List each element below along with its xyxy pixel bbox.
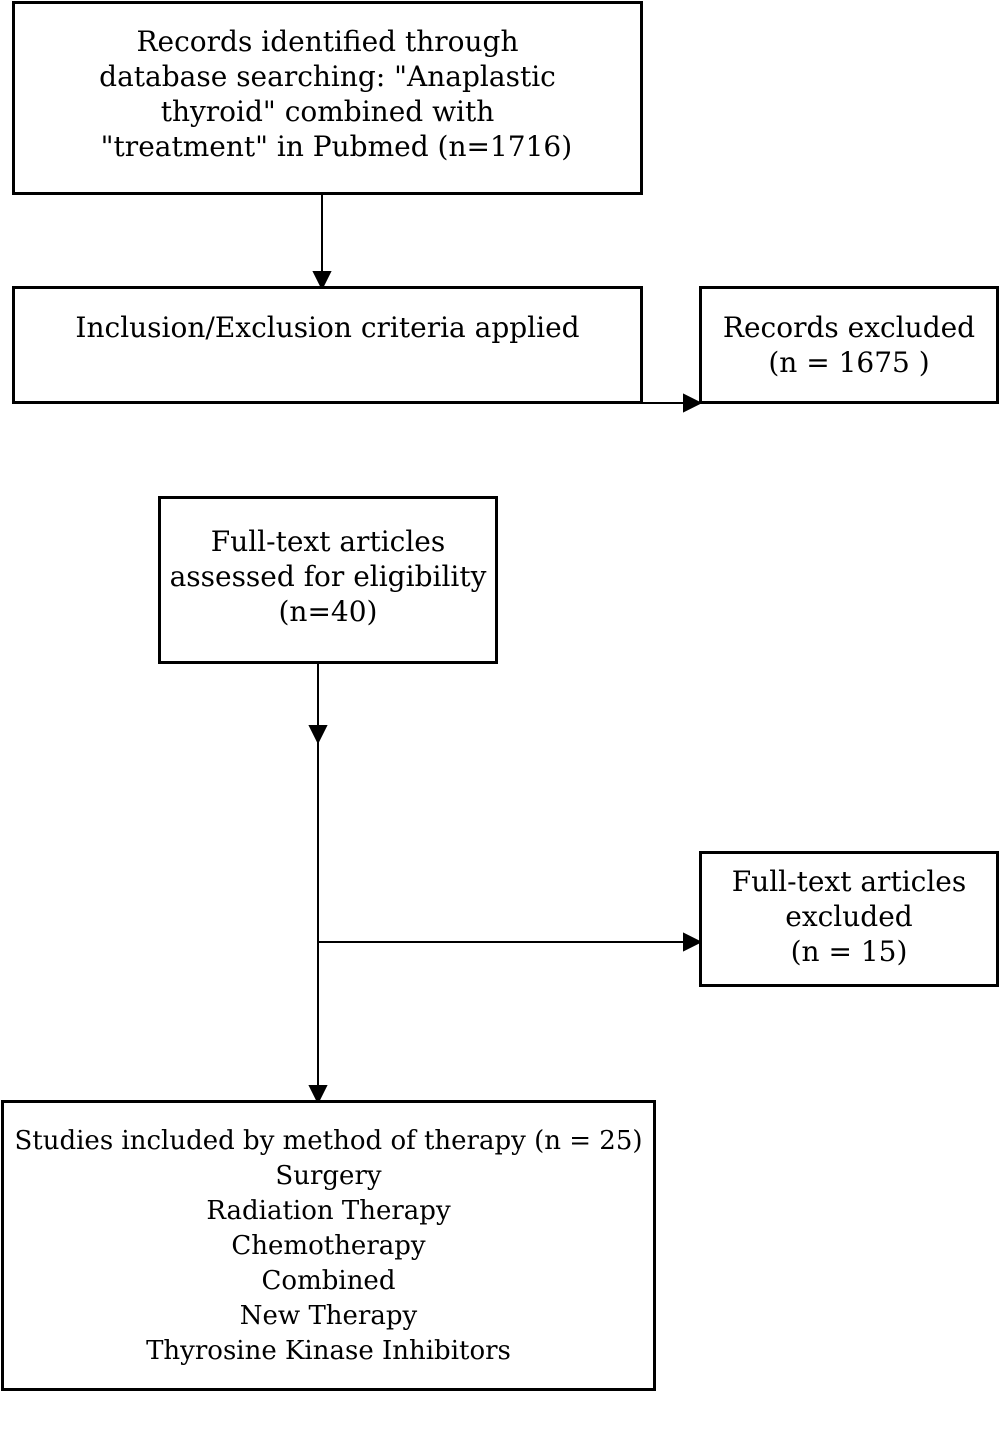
fulltext-assessed-line-2: assessed for eligibility	[169, 560, 487, 593]
therapy-tki: Thyrosine Kinase Inhibitors	[146, 1336, 511, 1366]
studies-included-text: Studies included by method of therapy (n…	[4, 1124, 653, 1369]
arrowhead-right-fulltext-excluded	[683, 932, 703, 952]
records-identified-line-2: database searching: "Anaplastic	[99, 60, 556, 93]
therapy-surgery: Surgery	[275, 1161, 382, 1191]
criteria-line-1: Inclusion/Exclusion criteria applied	[75, 311, 580, 344]
fulltext-assessed-line-1: Full-text articles	[210, 525, 446, 558]
criteria-box: Inclusion/Exclusion criteria applied	[12, 286, 643, 404]
records-identified-text: Records identified through database sear…	[15, 24, 640, 164]
arrowhead-down-included	[308, 1085, 328, 1105]
fulltext-excluded-line-2: excluded	[785, 900, 913, 933]
fulltext-assessed-text: Full-text articles assessed for eligibil…	[161, 524, 495, 629]
studies-included-box: Studies included by method of therapy (n…	[1, 1100, 656, 1391]
records-excluded-line-1: Records excluded	[722, 311, 976, 344]
arrowhead-down-criteria	[312, 271, 332, 291]
therapy-chemotherapy: Chemotherapy	[231, 1231, 426, 1261]
arrowhead-down-mid	[308, 725, 328, 745]
therapy-radiation: Radiation Therapy	[206, 1196, 451, 1226]
records-excluded-text: Records excluded (n = 1675 )	[702, 310, 996, 380]
records-identified-line-4: "treatment" in Pubmed (n=1716)	[82, 130, 573, 163]
studies-included-line-1: Studies included by method of therapy (n…	[14, 1126, 643, 1156]
records-excluded-box: Records excluded (n = 1675 )	[699, 286, 999, 404]
therapy-new: New Therapy	[239, 1301, 418, 1331]
fulltext-excluded-box: Full-text articles excluded (n = 15)	[699, 851, 999, 987]
records-identified-box: Records identified through database sear…	[12, 1, 643, 195]
fulltext-excluded-line-1: Full-text articles	[731, 865, 967, 898]
fulltext-excluded-line-3: (n = 15)	[790, 935, 908, 968]
criteria-text: Inclusion/Exclusion criteria applied	[15, 310, 640, 345]
records-identified-line-1: Records identified through	[136, 25, 519, 58]
fulltext-assessed-box: Full-text articles assessed for eligibil…	[158, 496, 498, 664]
records-excluded-line-2: (n = 1675 )	[768, 346, 930, 379]
fulltext-assessed-line-3: (n=40)	[278, 595, 378, 628]
therapy-combined: Combined	[261, 1266, 396, 1296]
fulltext-excluded-text: Full-text articles excluded (n = 15)	[702, 864, 996, 969]
records-identified-line-3: thyroid" combined with	[160, 95, 495, 128]
arrowhead-right-records-excluded	[683, 393, 703, 413]
